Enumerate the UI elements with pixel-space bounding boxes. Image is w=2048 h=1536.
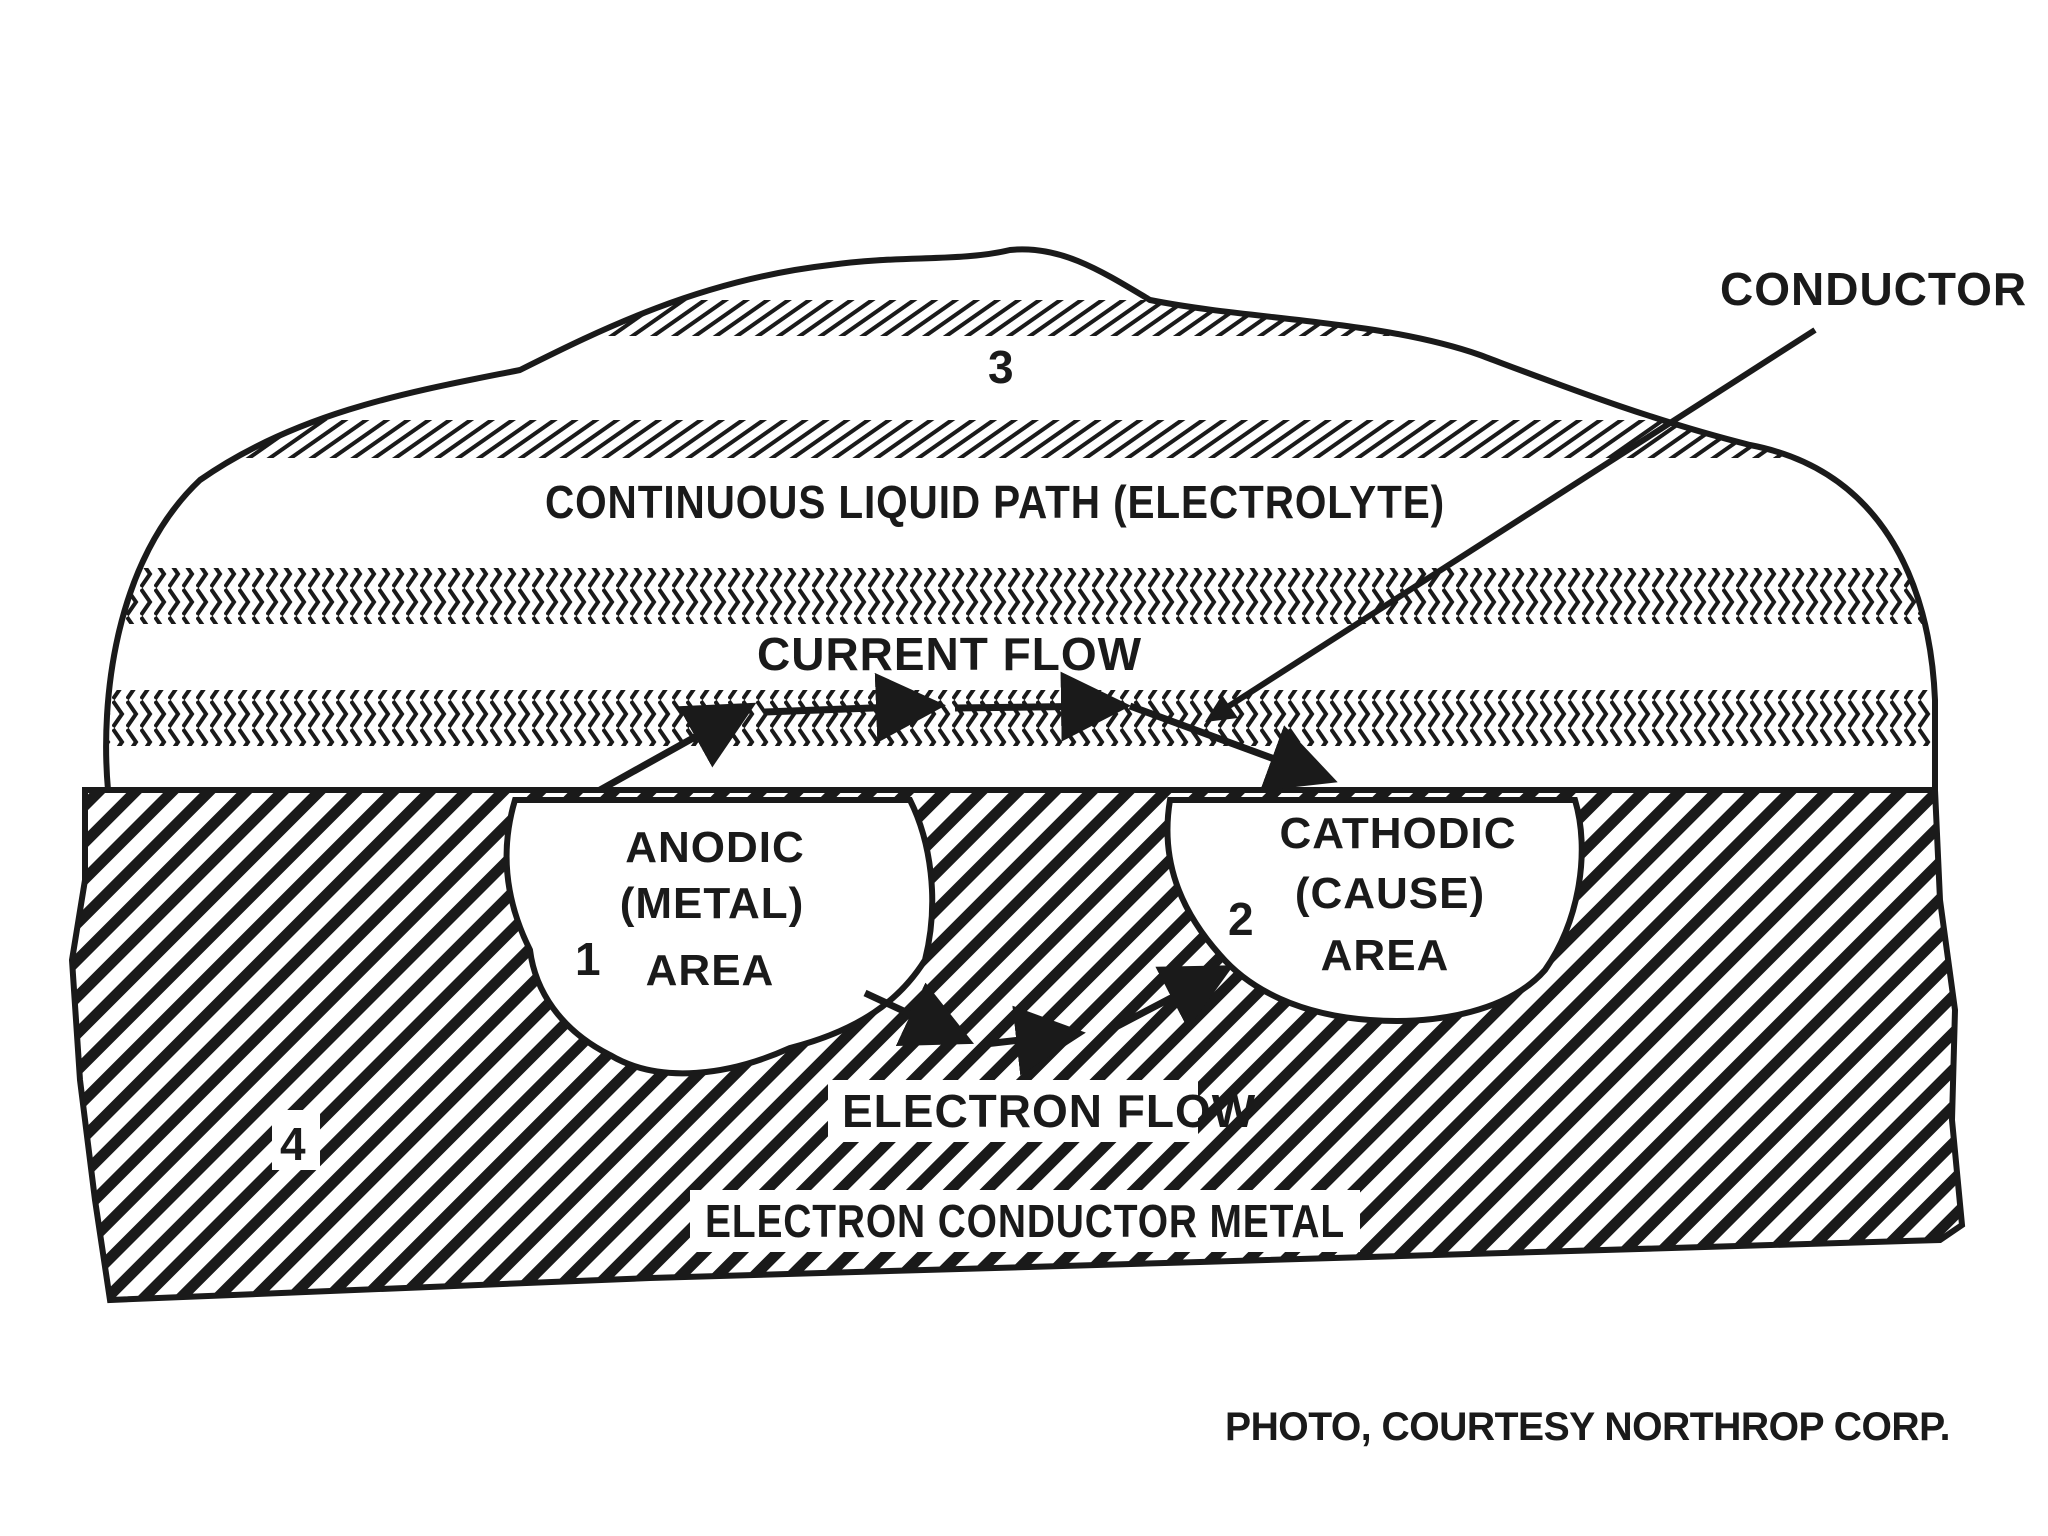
electron-flow-label-bg — [828, 1080, 1198, 1142]
electron-flow-label: ELECTRON FLOW — [842, 1085, 1256, 1137]
cathodic-label-line3: AREA — [1321, 931, 1450, 980]
cathodic-label-line1: CATHODIC — [1280, 809, 1517, 858]
anodic-pit-shape — [503, 797, 936, 1077]
zone4-label-bg — [272, 1110, 320, 1170]
cathodic-pit-shape — [1164, 797, 1585, 1024]
current-arrow-4 — [1128, 702, 1338, 791]
current-arrow-1 — [598, 702, 757, 794]
dome-fill — [106, 249, 1935, 790]
anodic-label-line3: AREA — [646, 946, 775, 995]
electron-arrow-1 — [863, 982, 975, 1046]
electron-arrow-3 — [1108, 965, 1234, 1034]
photo-credit: PHOTO, COURTESY NORTHROP CORP. — [1225, 1405, 1950, 1449]
current-flow-arrows — [598, 671, 1338, 794]
anodic-number: 1 — [575, 933, 602, 985]
current-arrow-2 — [764, 672, 946, 743]
current-flow-label: CURRENT FLOW — [757, 628, 1142, 680]
metal-label: ELECTRON CONDUCTOR METAL — [705, 1195, 1345, 1247]
metal-label-bg — [690, 1190, 1360, 1252]
electrolyte-label: CONTINUOUS LIQUID PATH (ELECTROLYTE) — [545, 476, 1445, 528]
dome-outline — [103, 246, 1938, 791]
current-arrow-3 — [954, 671, 1131, 742]
conductor-leader-arrowhead — [1205, 695, 1238, 722]
zone-4-label: 4 — [280, 1118, 307, 1170]
zone-3-label: 3 — [988, 341, 1015, 393]
cathodic-pit — [1164, 797, 1585, 1024]
anodic-label-line1: ANODIC — [625, 823, 805, 872]
conductor-label: CONDUCTOR — [1720, 263, 2027, 315]
conductor-leader-line — [1213, 327, 1817, 718]
chevron-band-upper — [106, 568, 1935, 624]
electron-arrow-2 — [984, 1005, 1086, 1076]
cathodic-label-line2: (CAUSE) — [1295, 869, 1485, 918]
anodic-label-line2: (METAL) — [620, 879, 805, 928]
electron-flow-arrows — [863, 965, 1234, 1076]
cathodic-number: 2 — [1228, 893, 1255, 945]
anodic-pit — [503, 797, 936, 1077]
chevron-band-lower — [106, 690, 1935, 746]
